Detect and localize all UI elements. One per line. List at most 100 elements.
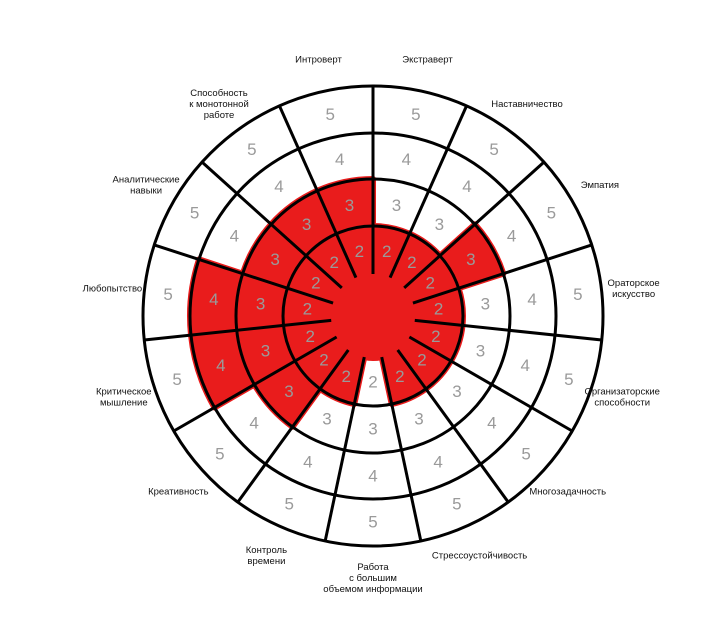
level-number: 3 — [256, 295, 265, 314]
sector-label-line: Интроверт — [295, 55, 342, 66]
sector-divider — [144, 318, 332, 342]
level-number: 2 — [319, 351, 328, 370]
level-number: 4 — [303, 453, 312, 472]
level-number: 3 — [392, 196, 401, 215]
level-number: 4 — [209, 290, 218, 309]
sector-label-line: Работа — [357, 562, 389, 573]
sector-label: Наставничество — [491, 99, 563, 110]
sector-divider — [323, 356, 366, 542]
sector-divider — [236, 349, 350, 503]
sector-divider — [388, 105, 468, 279]
level-number: 2 — [425, 274, 434, 293]
sector-divider — [414, 318, 602, 342]
sector-divider — [173, 335, 338, 433]
sector-label-line: к монотонной — [189, 99, 249, 110]
sector-label-line: Наставничество — [491, 99, 563, 110]
level-number: 2 — [434, 300, 443, 319]
sector-label-line: искусство — [612, 289, 655, 300]
level-number: 3 — [302, 215, 311, 234]
sector-divider — [403, 160, 545, 290]
level-number: 3 — [322, 410, 331, 429]
level-number: 4 — [249, 414, 258, 433]
level-number: 5 — [489, 140, 498, 159]
level-number: 3 — [414, 410, 423, 429]
sector-label-line: способности — [594, 398, 650, 409]
sector-label-line: Многозадачность — [529, 486, 606, 497]
level-number: 3 — [270, 250, 279, 269]
sector-divider — [380, 356, 423, 542]
level-number: 5 — [247, 140, 256, 159]
sector-label-line: с большим — [349, 573, 397, 584]
level-number: 2 — [368, 373, 377, 392]
level-number: 5 — [547, 204, 556, 223]
sector-divider — [153, 243, 334, 305]
level-number: 4 — [507, 227, 516, 246]
level-number: 3 — [476, 341, 485, 360]
sector-label-line: Способность — [190, 88, 248, 99]
level-number: 4 — [487, 414, 496, 433]
level-number: 2 — [329, 253, 338, 272]
sector-label-line: Аналитические — [113, 175, 180, 186]
level-number: 4 — [216, 356, 225, 375]
sector-label-line: объемом информации — [323, 584, 422, 595]
sector-label-line: времени — [247, 556, 285, 567]
level-number: 3 — [345, 196, 354, 215]
level-number: 2 — [431, 327, 440, 346]
sector-divider — [201, 160, 343, 290]
level-number: 5 — [163, 285, 172, 304]
level-number: 2 — [355, 242, 364, 261]
level-number: 5 — [564, 370, 573, 389]
level-number: 2 — [382, 242, 391, 261]
level-number: 4 — [274, 177, 283, 196]
level-number: 4 — [402, 150, 411, 169]
level-number: 5 — [284, 495, 293, 514]
level-number: 4 — [527, 290, 536, 309]
level-number: 2 — [305, 327, 314, 346]
level-number: 5 — [368, 513, 377, 532]
sector-label: Креативность — [148, 486, 209, 497]
level-number: 2 — [311, 274, 320, 293]
sector-label-line: Контроль — [246, 545, 287, 556]
sector-label-line: Эмпатия — [581, 180, 619, 191]
sector-label: Многозадачность — [529, 486, 606, 497]
level-number: 2 — [417, 351, 426, 370]
level-number: 5 — [190, 204, 199, 223]
level-number: 5 — [521, 444, 530, 463]
level-number: 2 — [407, 253, 416, 272]
sector-label: Стрессоустойчивость — [432, 550, 527, 561]
sector-label-line: Экстраверт — [402, 55, 453, 66]
sector-label-line: Любопытство — [83, 284, 143, 295]
sector-label-line: Организаторские — [584, 387, 660, 398]
sector-divider — [396, 349, 510, 503]
sector-label-line: Креативность — [148, 486, 209, 497]
sector-label-line: работе — [204, 110, 235, 121]
level-number: 4 — [520, 356, 529, 375]
level-number: 4 — [462, 177, 471, 196]
level-number: 2 — [395, 367, 404, 386]
sector-divider — [408, 335, 573, 433]
level-number: 5 — [215, 444, 224, 463]
level-number: 5 — [573, 285, 582, 304]
level-number: 5 — [172, 370, 181, 389]
level-number: 2 — [341, 367, 350, 386]
level-number: 5 — [325, 105, 334, 124]
sector-divider — [278, 105, 358, 279]
sector-label-line: мышление — [100, 398, 148, 409]
level-number: 4 — [433, 453, 442, 472]
level-number: 3 — [368, 420, 377, 439]
sector-label: Эмпатия — [581, 180, 619, 191]
level-number: 5 — [452, 495, 461, 514]
level-number: 3 — [481, 295, 490, 314]
sector-label-line: Ораторское — [608, 278, 660, 289]
sector-divider — [412, 243, 593, 305]
sector-label-line: Стрессоустойчивость — [432, 550, 527, 561]
sector-label: Экстраверт — [402, 55, 453, 66]
level-number: 3 — [261, 341, 270, 360]
sector-label: Любопытство — [83, 284, 143, 295]
